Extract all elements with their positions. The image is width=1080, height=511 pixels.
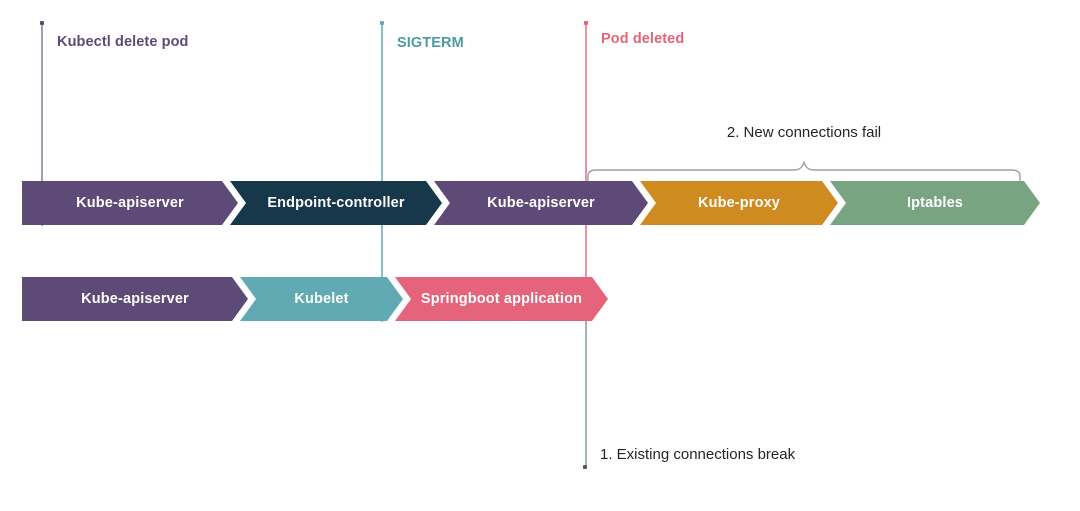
chevron-label: Kube-proxy [697,194,781,211]
chevron-row-control-plane: Kube-apiserver Endpoint-controller Kube-… [0,181,1080,225]
brace-icon [587,161,1021,185]
chevron-endpoint-controller[interactable]: Endpoint-controller [230,181,442,225]
marker-label-sigterm: SIGTERM [397,35,464,51]
chevron-kube-proxy[interactable]: Kube-proxy [640,181,838,225]
note-label-existing-connections-break: 1. Existing connections break [600,446,796,463]
chevron-label: Endpoint-controller [267,194,405,211]
marker-dot-kubectl-delete-pod [40,21,44,25]
marker-line-pod-deleted [585,22,587,322]
chevron-kube-apiserver-1[interactable]: Kube-apiserver [22,181,238,225]
chevron-label: Springboot application [420,290,583,307]
chevron-label: Kube-apiserver [487,194,595,211]
chevron-kubelet[interactable]: Kubelet [240,277,403,321]
chevron-label: Kubelet [294,290,349,307]
brace-new-connections-fail [586,158,1022,185]
marker-dot-pod-deleted [584,21,588,25]
chevron-row-node: Kube-apiserver Kubelet Springboot applic… [0,277,1080,321]
marker-label-kubectl-delete-pod: Kubectl delete pod [57,34,189,50]
marker-label-pod-deleted: Pod deleted [601,31,685,47]
note-connector-dot [583,465,587,469]
chevron-label: Kube-apiserver [81,290,189,307]
marker-dot-sigterm [380,21,384,25]
chevron-iptables[interactable]: Iptables [830,181,1040,225]
chevron-label: Iptables [907,194,963,211]
chevron-springboot-application[interactable]: Springboot application [395,277,608,321]
marker-line-kubectl-delete-pod [41,22,43,226]
chevron-kube-apiserver-3[interactable]: Kube-apiserver [22,277,248,321]
brace-label-new-connections-fail: 2. New connections fail [726,124,882,141]
chevron-kube-apiserver-2[interactable]: Kube-apiserver [434,181,648,225]
chevron-label: Kube-apiserver [76,194,184,211]
marker-line-sigterm [381,22,383,322]
note-connector-line [585,322,587,468]
